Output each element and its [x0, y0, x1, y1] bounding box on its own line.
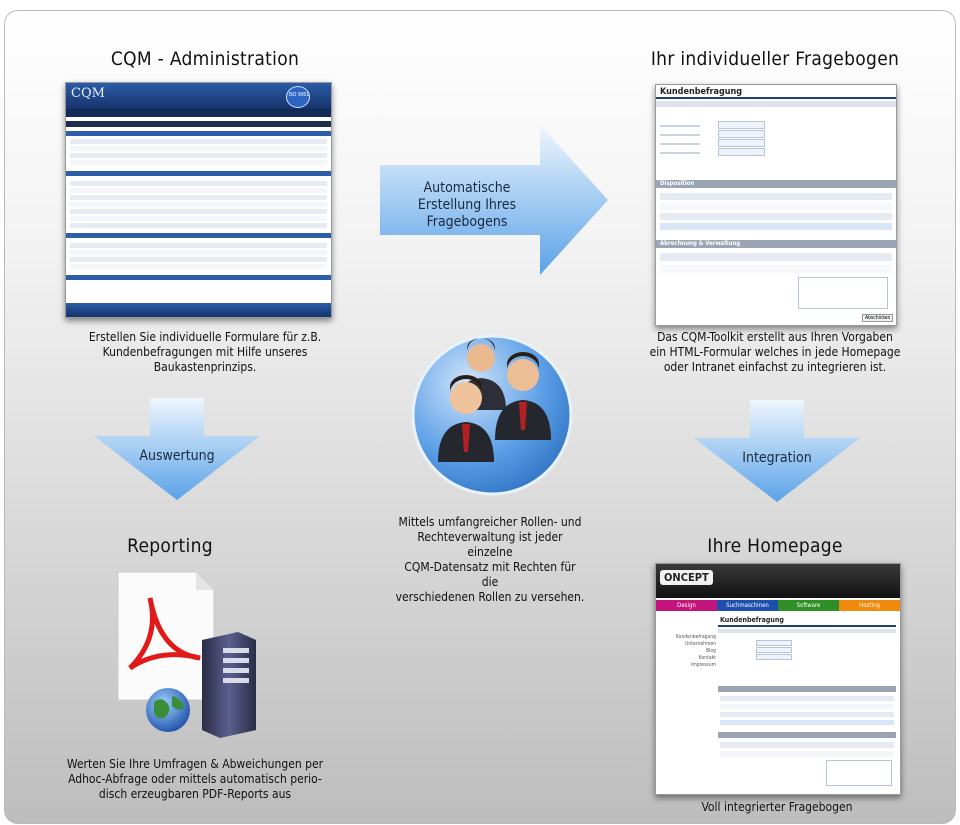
admin-row [70, 250, 327, 255]
homepage-title: Ihre Homepage [707, 535, 843, 557]
admin-section-header [66, 171, 331, 176]
cqm-logo: CQM [71, 86, 105, 101]
auswertung-label: Auswertung [139, 448, 215, 464]
homepage-field [756, 654, 792, 660]
homepage-section-header [718, 732, 896, 738]
form-label-line [660, 143, 700, 145]
admin-row [70, 264, 327, 269]
admin-row [70, 139, 327, 144]
form-field [718, 121, 765, 129]
admin-row [70, 209, 327, 214]
homepage-field [756, 640, 792, 646]
form-row [660, 265, 892, 273]
admin-toolbar [66, 121, 331, 127]
reporting-caption: Werten Sie Ihre Umfragen & Abweichungen … [66, 757, 324, 801]
down-arrow-right-icon [694, 400, 860, 502]
admin-row [70, 195, 327, 200]
form-screenshot: Kundenbefragung Disposition Abrechnung &… [655, 84, 897, 326]
menu-item-design: Design [656, 600, 717, 611]
form-rule [656, 97, 896, 99]
form-heading: Kundenbefragung [660, 87, 743, 97]
homepage-section-header [718, 686, 896, 692]
form-section2-label: Abrechnung & Verwaltung [660, 240, 741, 247]
form-textarea [798, 277, 888, 309]
side-nav-item: Unternehmen [685, 641, 716, 647]
admin-row [70, 146, 327, 151]
homepage-row [720, 751, 894, 757]
form-row [660, 193, 892, 200]
form-field [718, 148, 765, 156]
admin-row [70, 181, 327, 186]
form-label-line [660, 134, 700, 136]
admin-nav [66, 109, 331, 117]
iso-badge-icon [286, 86, 310, 108]
form-caption: Das CQM-Toolkit erstellt aus Ihren Vorga… [649, 330, 901, 374]
admin-row [70, 188, 327, 193]
admin-section-header [66, 233, 331, 238]
homepage-row [720, 720, 894, 725]
form-submit-button: Abschicken [862, 314, 894, 322]
admin-row [70, 216, 327, 221]
form-section-header [656, 180, 896, 188]
admin-row [70, 202, 327, 207]
homepage-screenshot: ONCEPT Design Suchmaschinen Software Hos… [655, 563, 901, 795]
side-nav-item: Impressum [691, 662, 716, 668]
form-row [660, 203, 892, 210]
admin-section-header [66, 131, 331, 136]
form-row [660, 253, 892, 261]
admin-caption: Erstellen Sie individuelle Formulare für… [88, 330, 322, 374]
side-nav-item: Kundenbefragung [675, 634, 716, 640]
homepage-form-rule [718, 625, 896, 627]
admin-screenshot: CQM ISO 9001 [65, 82, 332, 318]
homepage-form-steps [718, 629, 896, 633]
side-nav-item: Kontakt [698, 655, 716, 661]
menu-item-software: Software [778, 600, 839, 611]
homepage-row [720, 712, 894, 717]
admin-row [70, 243, 327, 248]
homepage-row [720, 696, 894, 701]
auto-create-label: Automatische Erstellung Ihres Fragebogen… [417, 180, 517, 230]
menu-item-hosting: Hosting [839, 600, 900, 611]
form-field [718, 139, 765, 147]
homepage-form-heading: Kundenbefragung [720, 616, 784, 624]
integration-label: Integration [742, 450, 812, 466]
homepage-caption: Voll integrierter Fragebogen [701, 800, 853, 814]
form-label-line [660, 125, 700, 127]
right-arrow-icon [380, 125, 608, 275]
admin-row [70, 160, 327, 165]
homepage-textarea [826, 760, 892, 786]
admin-row [70, 223, 327, 228]
side-nav: Kundenbefragung Unternehmen Blog Kontakt… [658, 634, 716, 669]
form-row [660, 213, 892, 220]
admin-title: CQM - Administration [110, 48, 300, 70]
homepage-field [756, 647, 792, 653]
admin-row [70, 257, 327, 262]
homepage-row [720, 742, 894, 748]
admin-row [70, 153, 327, 158]
admin-footer [66, 303, 331, 317]
users-group-icon [411, 334, 573, 496]
iso-badge-label: ISO 9001 [288, 92, 310, 98]
menu-item-suchmaschinen: Suchmaschinen [717, 600, 778, 611]
pdf-server-icon [117, 571, 256, 738]
site-menu: Design Suchmaschinen Software Hosting [656, 600, 900, 611]
form-label-line [660, 152, 700, 154]
form-title: Ihr individueller Fragebogen [650, 48, 900, 70]
form-section-header [656, 240, 896, 248]
admin-section-header [66, 275, 331, 280]
homepage-row [720, 704, 894, 709]
form-steps [656, 101, 896, 107]
roles-caption: Mittels umfangreicher Rollen- und Rechte… [395, 515, 585, 604]
reporting-title: Reporting [127, 535, 213, 557]
side-nav-item: Blog [706, 648, 716, 654]
site-logo: ONCEPT [660, 570, 713, 585]
form-field [718, 130, 765, 138]
form-row [660, 223, 892, 230]
form-section1-label: Disposition [660, 180, 695, 187]
down-arrow-left-icon [94, 398, 260, 500]
